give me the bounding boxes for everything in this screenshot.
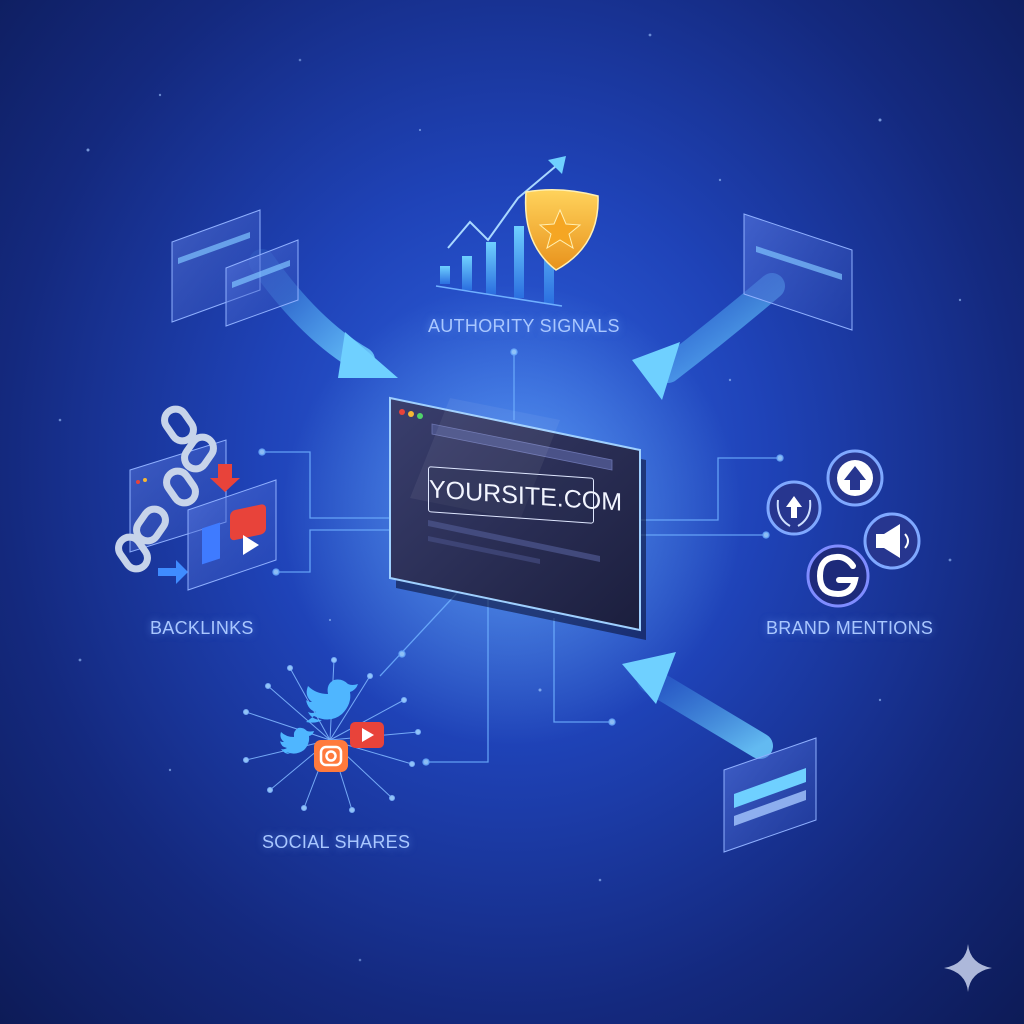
authority-signals-label: AUTHORITY SIGNALS <box>428 316 620 336</box>
floating-panel-top-left <box>171 209 299 327</box>
brand-icon-group <box>766 449 921 608</box>
floating-panel-top-right <box>743 213 853 331</box>
central-browser-window <box>389 396 646 640</box>
social-icon-group <box>243 657 421 813</box>
social-shares-label: SOCIAL SHARES <box>262 832 411 852</box>
sparkle-icon <box>944 944 992 992</box>
backlinks-label: BACKLINKS <box>150 618 254 638</box>
connector-lines <box>258 348 784 766</box>
floating-panel-bottom-right <box>723 737 817 853</box>
laurel-badge-icon <box>766 480 822 536</box>
authority-icon-group <box>435 156 599 307</box>
chain-link-icon <box>115 405 217 573</box>
youtube-icon <box>350 722 384 748</box>
instagram-icon <box>314 740 348 772</box>
megaphone-icon <box>863 512 921 570</box>
brand-mentions-label: BRAND MENTIONS <box>766 618 934 638</box>
backlinks-icon-group <box>115 405 277 591</box>
trend-arrow-icon <box>447 165 557 249</box>
shield-star-icon <box>524 189 599 271</box>
background-stars <box>58 33 962 962</box>
twitter-bird-icon <box>280 679 358 754</box>
video-play-icon <box>230 504 266 555</box>
upvote-badge-icon <box>826 449 884 507</box>
g-logo-icon <box>806 544 870 608</box>
